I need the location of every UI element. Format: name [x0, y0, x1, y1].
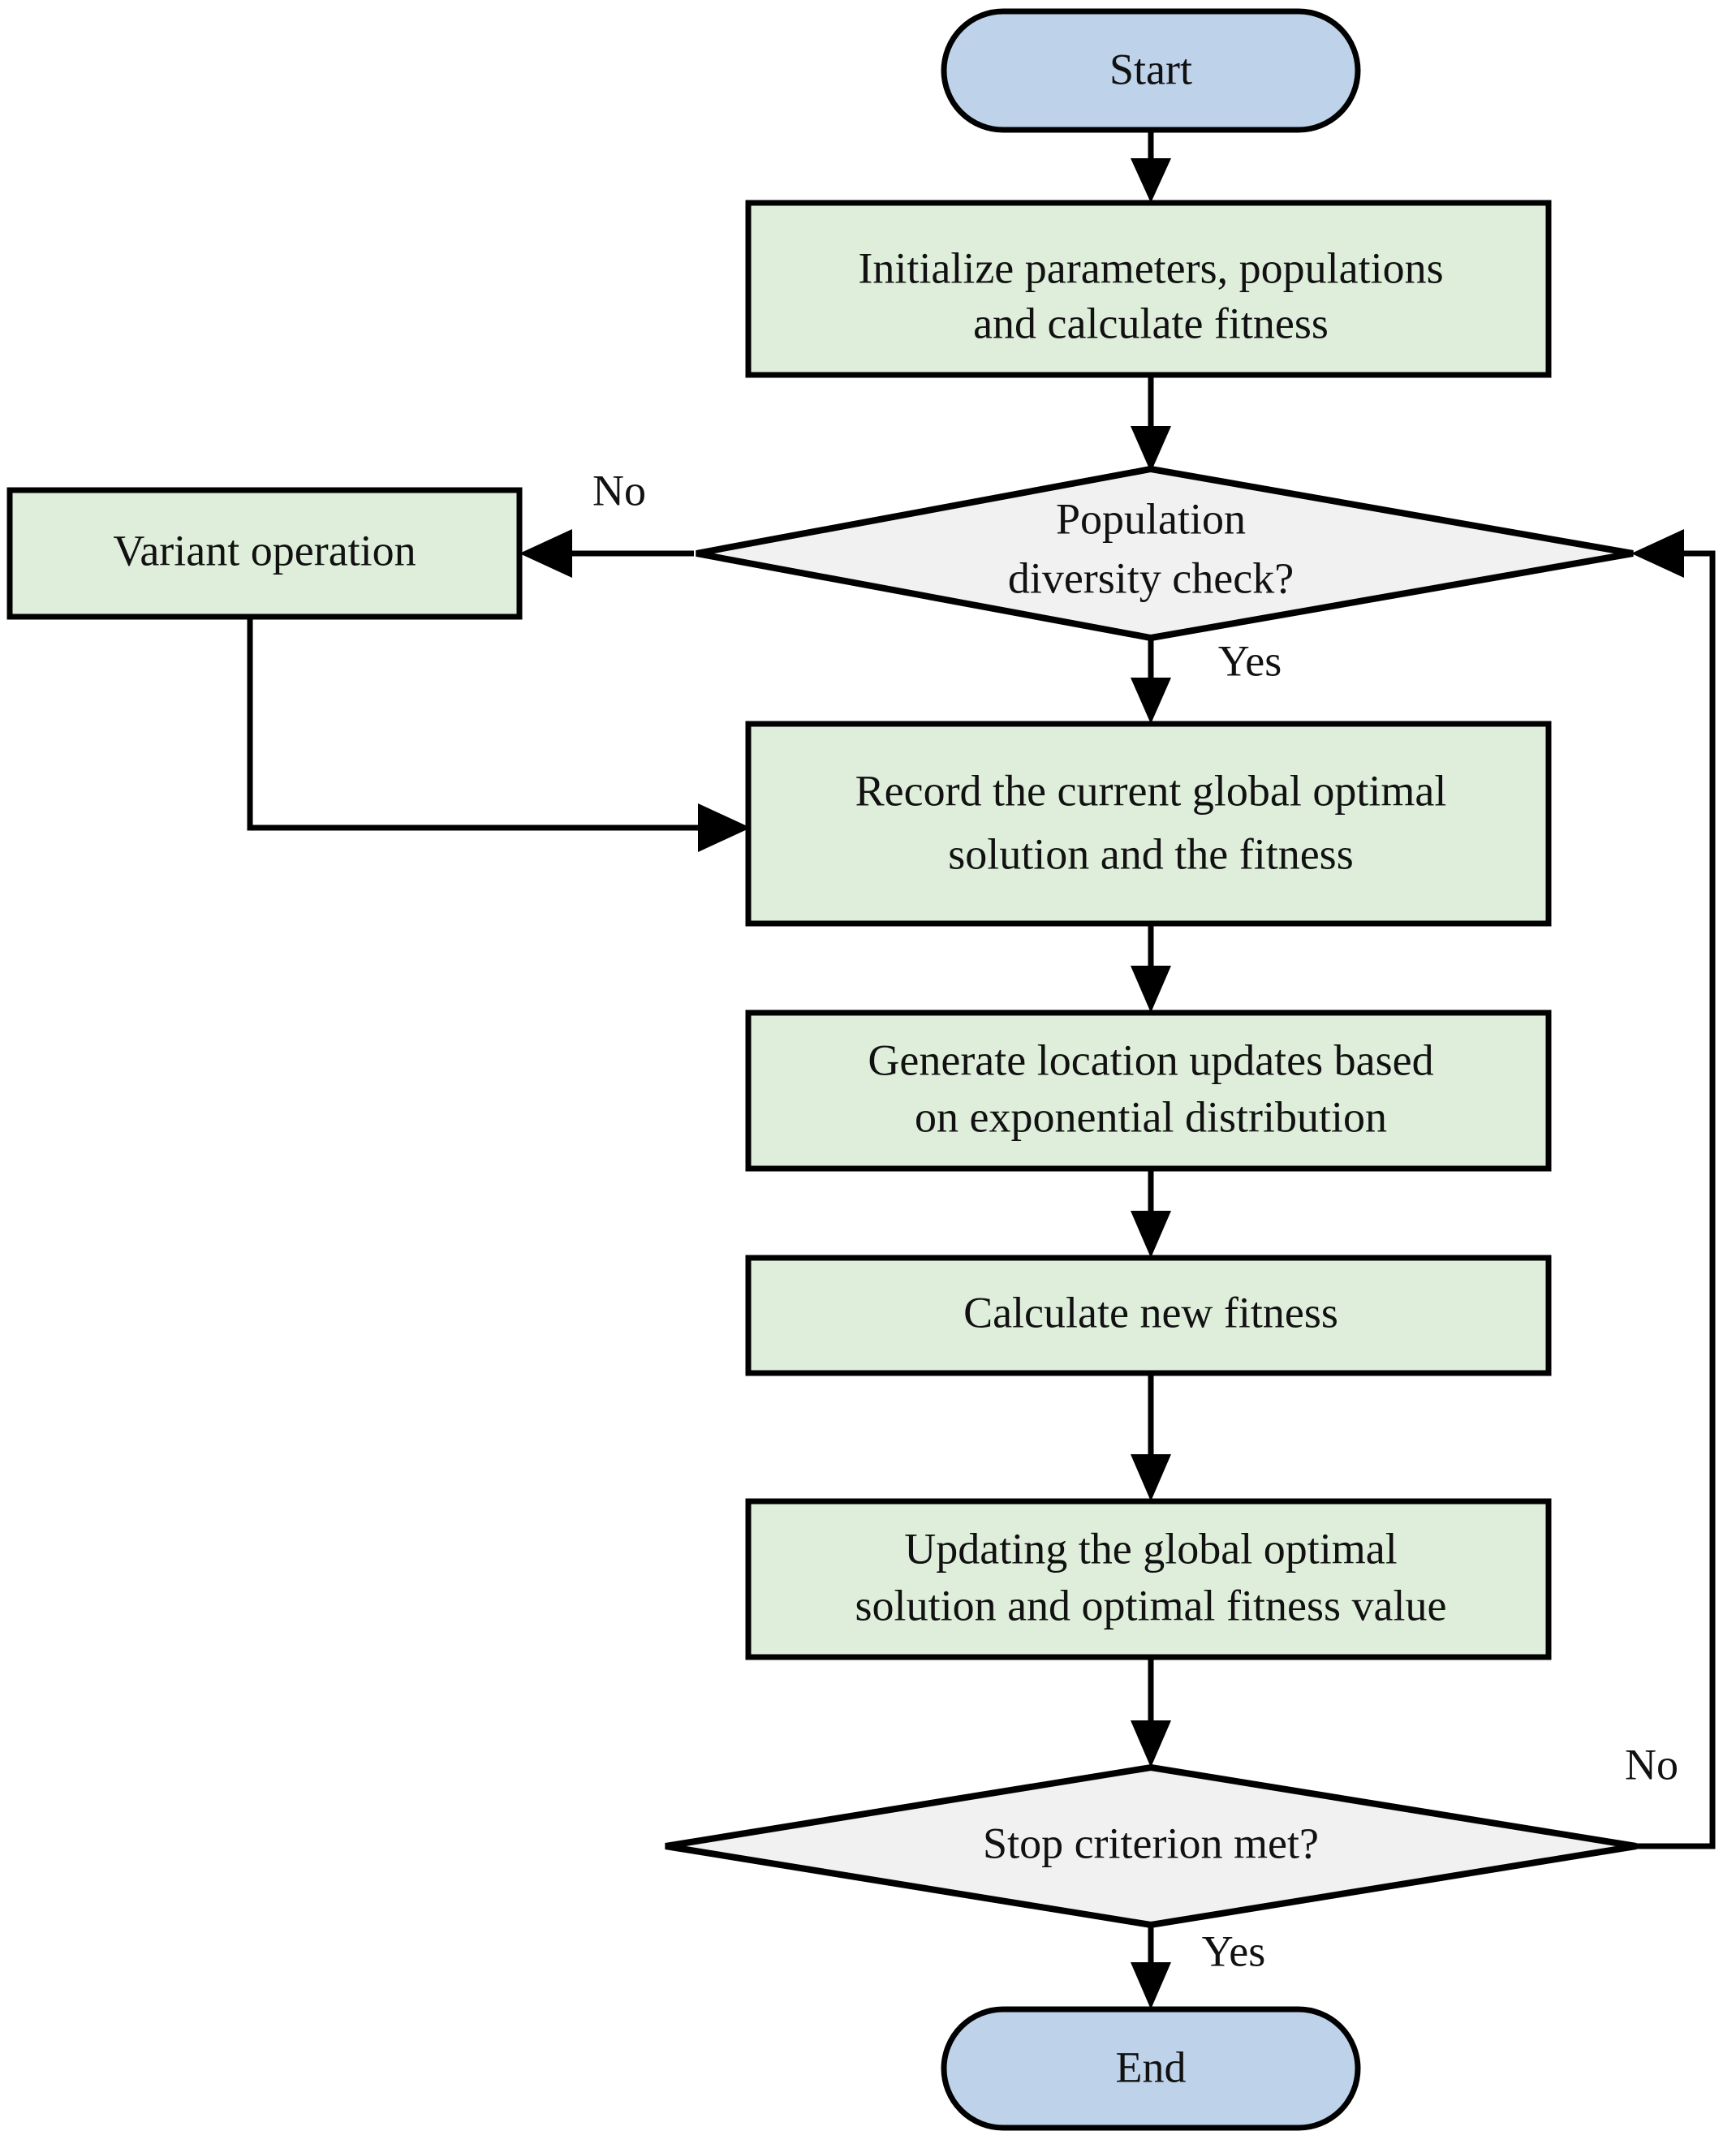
- calculate-fitness-shape: [745, 1255, 1552, 1376]
- edge-label-stop-no: No: [1625, 1740, 1678, 1789]
- update-optimal-label-line1: Updating the global optimal: [904, 1524, 1397, 1573]
- variant-operation-shape: [6, 487, 523, 620]
- record-optimal-shape: [745, 721, 1552, 927]
- edge-generate-to-calculate: [1131, 1167, 1171, 1258]
- generate-updates-label-line2: on exponential distribution: [915, 1092, 1387, 1141]
- edge-diversity-no-to-variant-operation: [519, 529, 694, 578]
- stop-criterion-shape: [665, 1763, 1637, 1929]
- edge-record-to-generate: [1131, 922, 1171, 1013]
- start-label: Start: [1109, 45, 1192, 93]
- update-optimal-shape: [745, 1498, 1552, 1660]
- end-label: End: [1116, 2043, 1187, 2091]
- node-initialize-parameters[interactable]: Initialize parameters, populations and c…: [745, 200, 1552, 378]
- start-shape: [941, 8, 1361, 133]
- diversity-check-label-line2: diversity check?: [1008, 553, 1294, 602]
- node-generate-updates[interactable]: Generate location updates based on expon…: [745, 1010, 1552, 1172]
- edge-variant-operation-to-record-optimal: [247, 617, 751, 852]
- initialize-label-line2: and calculate fitness: [973, 299, 1329, 347]
- variant-operation-label: Variant operation: [113, 526, 416, 575]
- edge-diversity-yes-to-record-optimal: [1131, 637, 1171, 724]
- initialize-shape: [745, 200, 1552, 378]
- calculate-fitness-label: Calculate new fitness: [963, 1288, 1338, 1337]
- update-optimal-label-line2: solution and optimal fitness value: [855, 1581, 1447, 1630]
- node-start[interactable]: Start: [941, 8, 1361, 133]
- edge-initialize-to-diversity-check: [1131, 375, 1171, 472]
- diversity-check-shape: [696, 465, 1634, 642]
- edge-update-to-stop-criterion: [1131, 1655, 1171, 1767]
- node-population-diversity-check[interactable]: Population diversity check?: [696, 465, 1634, 642]
- edge-start-to-initialize: [1131, 130, 1171, 203]
- initialize-label-line1: Initialize parameters, populations: [858, 243, 1443, 292]
- edge-calculate-to-update: [1131, 1371, 1171, 1501]
- edge-stop-yes-to-end: [1131, 1925, 1171, 2009]
- generate-updates-label-line1: Generate location updates based: [868, 1035, 1433, 1084]
- edge-label-stop-yes: Yes: [1202, 1927, 1266, 1975]
- stop-criterion-label: Stop criterion met?: [983, 1819, 1319, 1867]
- record-optimal-label-line2: solution and the fitness: [948, 829, 1353, 878]
- end-shape: [941, 2006, 1361, 2131]
- diversity-check-label-line1: Population: [1056, 494, 1246, 543]
- edge-label-diversity-no: No: [592, 466, 646, 514]
- node-record-optimal[interactable]: Record the current global optimal soluti…: [745, 721, 1552, 927]
- node-stop-criterion[interactable]: Stop criterion met?: [665, 1763, 1637, 1929]
- edge-label-diversity-yes: Yes: [1218, 636, 1282, 685]
- generate-updates-shape: [745, 1010, 1552, 1172]
- node-update-optimal[interactable]: Updating the global optimal solution and…: [745, 1498, 1552, 1660]
- node-variant-operation[interactable]: Variant operation: [6, 487, 523, 620]
- node-calculate-new-fitness[interactable]: Calculate new fitness: [745, 1255, 1552, 1376]
- record-optimal-label-line1: Record the current global optimal: [855, 766, 1447, 815]
- node-end[interactable]: End: [941, 2006, 1361, 2131]
- edge-stop-no-feedback-to-diversity-check: [1631, 529, 1716, 1849]
